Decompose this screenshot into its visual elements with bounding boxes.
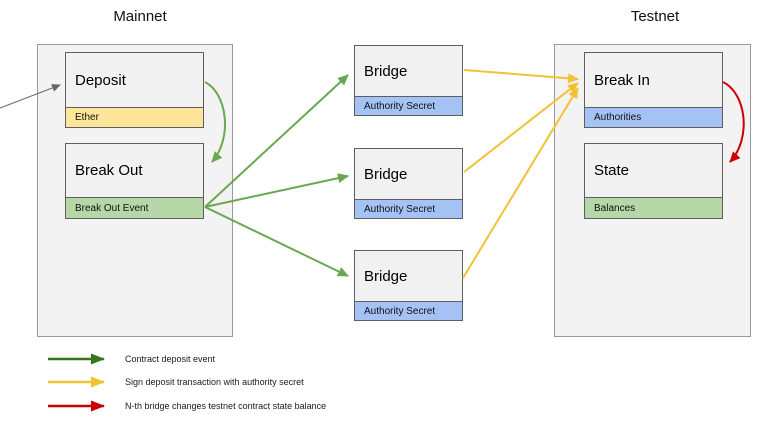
break-in-node: Break In Authorities (584, 52, 723, 128)
bridge-3-title: Bridge (354, 250, 463, 302)
break-out-node-strip-event: Break Out Event (65, 198, 204, 219)
break-out-node-title: Break Out (65, 143, 204, 198)
testnet-title: Testnet (630, 8, 680, 25)
deposit-node: Deposit Ether (65, 52, 204, 128)
legend-label-yellow: Sign deposit transaction with authority … (125, 377, 304, 387)
state-node-strip-balances: Balances (584, 198, 723, 219)
deposit-node-title: Deposit (65, 52, 204, 108)
bridge-2-strip-authority-secret: Authority Secret (354, 200, 463, 219)
state-node: State Balances (584, 143, 723, 219)
legend-label-red: N-th bridge changes testnet contract sta… (125, 401, 327, 411)
bridge-node-1: Bridge Authority Secret (354, 45, 463, 116)
break-in-node-title: Break In (584, 52, 723, 108)
break-in-node-strip-authorities: Authorities (584, 108, 723, 128)
mainnet-title: Mainnet (113, 8, 167, 25)
bridge-3-strip-authority-secret: Authority Secret (354, 302, 463, 321)
bridge-2-title: Bridge (354, 148, 463, 200)
deposit-node-strip-ether: Ether (65, 108, 204, 128)
bridge-node-2: Bridge Authority Secret (354, 148, 463, 219)
legend-label-green: Contract deposit event (125, 354, 216, 364)
bridge-1-title: Bridge (354, 45, 463, 97)
bridge-node-3: Bridge Authority Secret (354, 250, 463, 321)
bridge-1-strip-authority-secret: Authority Secret (354, 97, 463, 116)
break-out-node: Break Out Break Out Event (65, 143, 204, 219)
state-node-title: State (584, 143, 723, 198)
